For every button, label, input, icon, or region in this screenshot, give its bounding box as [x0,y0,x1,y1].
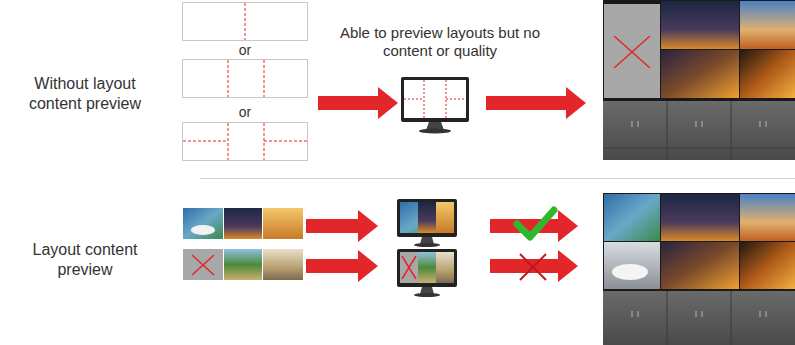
monitor [397,249,457,297]
or-label: or [225,104,265,120]
red-arrow [490,250,578,282]
red-arrow [490,210,578,242]
check-mark [517,210,554,237]
video-wall [603,0,795,160]
red-arrow [486,87,586,119]
layout-thumbnail [183,208,303,239]
red-arrow [306,250,378,282]
section-label: Without layout content preview [21,74,149,114]
layout-options [183,3,308,161]
layout-thumbnail [183,249,303,280]
cross-mark [520,254,546,280]
monitor [397,199,457,247]
monitor [401,77,469,134]
or-label-box: or [225,42,265,58]
or-label-box: or [225,104,265,120]
video-wall [603,193,795,345]
separator [200,178,795,179]
or-label: or [225,42,265,58]
section-label: Layout content preview [21,240,149,280]
section-label-box: Layout content preview [21,240,149,280]
red-arrow [318,87,398,119]
note-label-box: Able to preview layouts but no content o… [338,24,543,60]
section-label-box: Without layout content preview [21,74,149,114]
note-label: Able to preview layouts but no content o… [338,24,543,60]
red-arrow [306,210,378,242]
